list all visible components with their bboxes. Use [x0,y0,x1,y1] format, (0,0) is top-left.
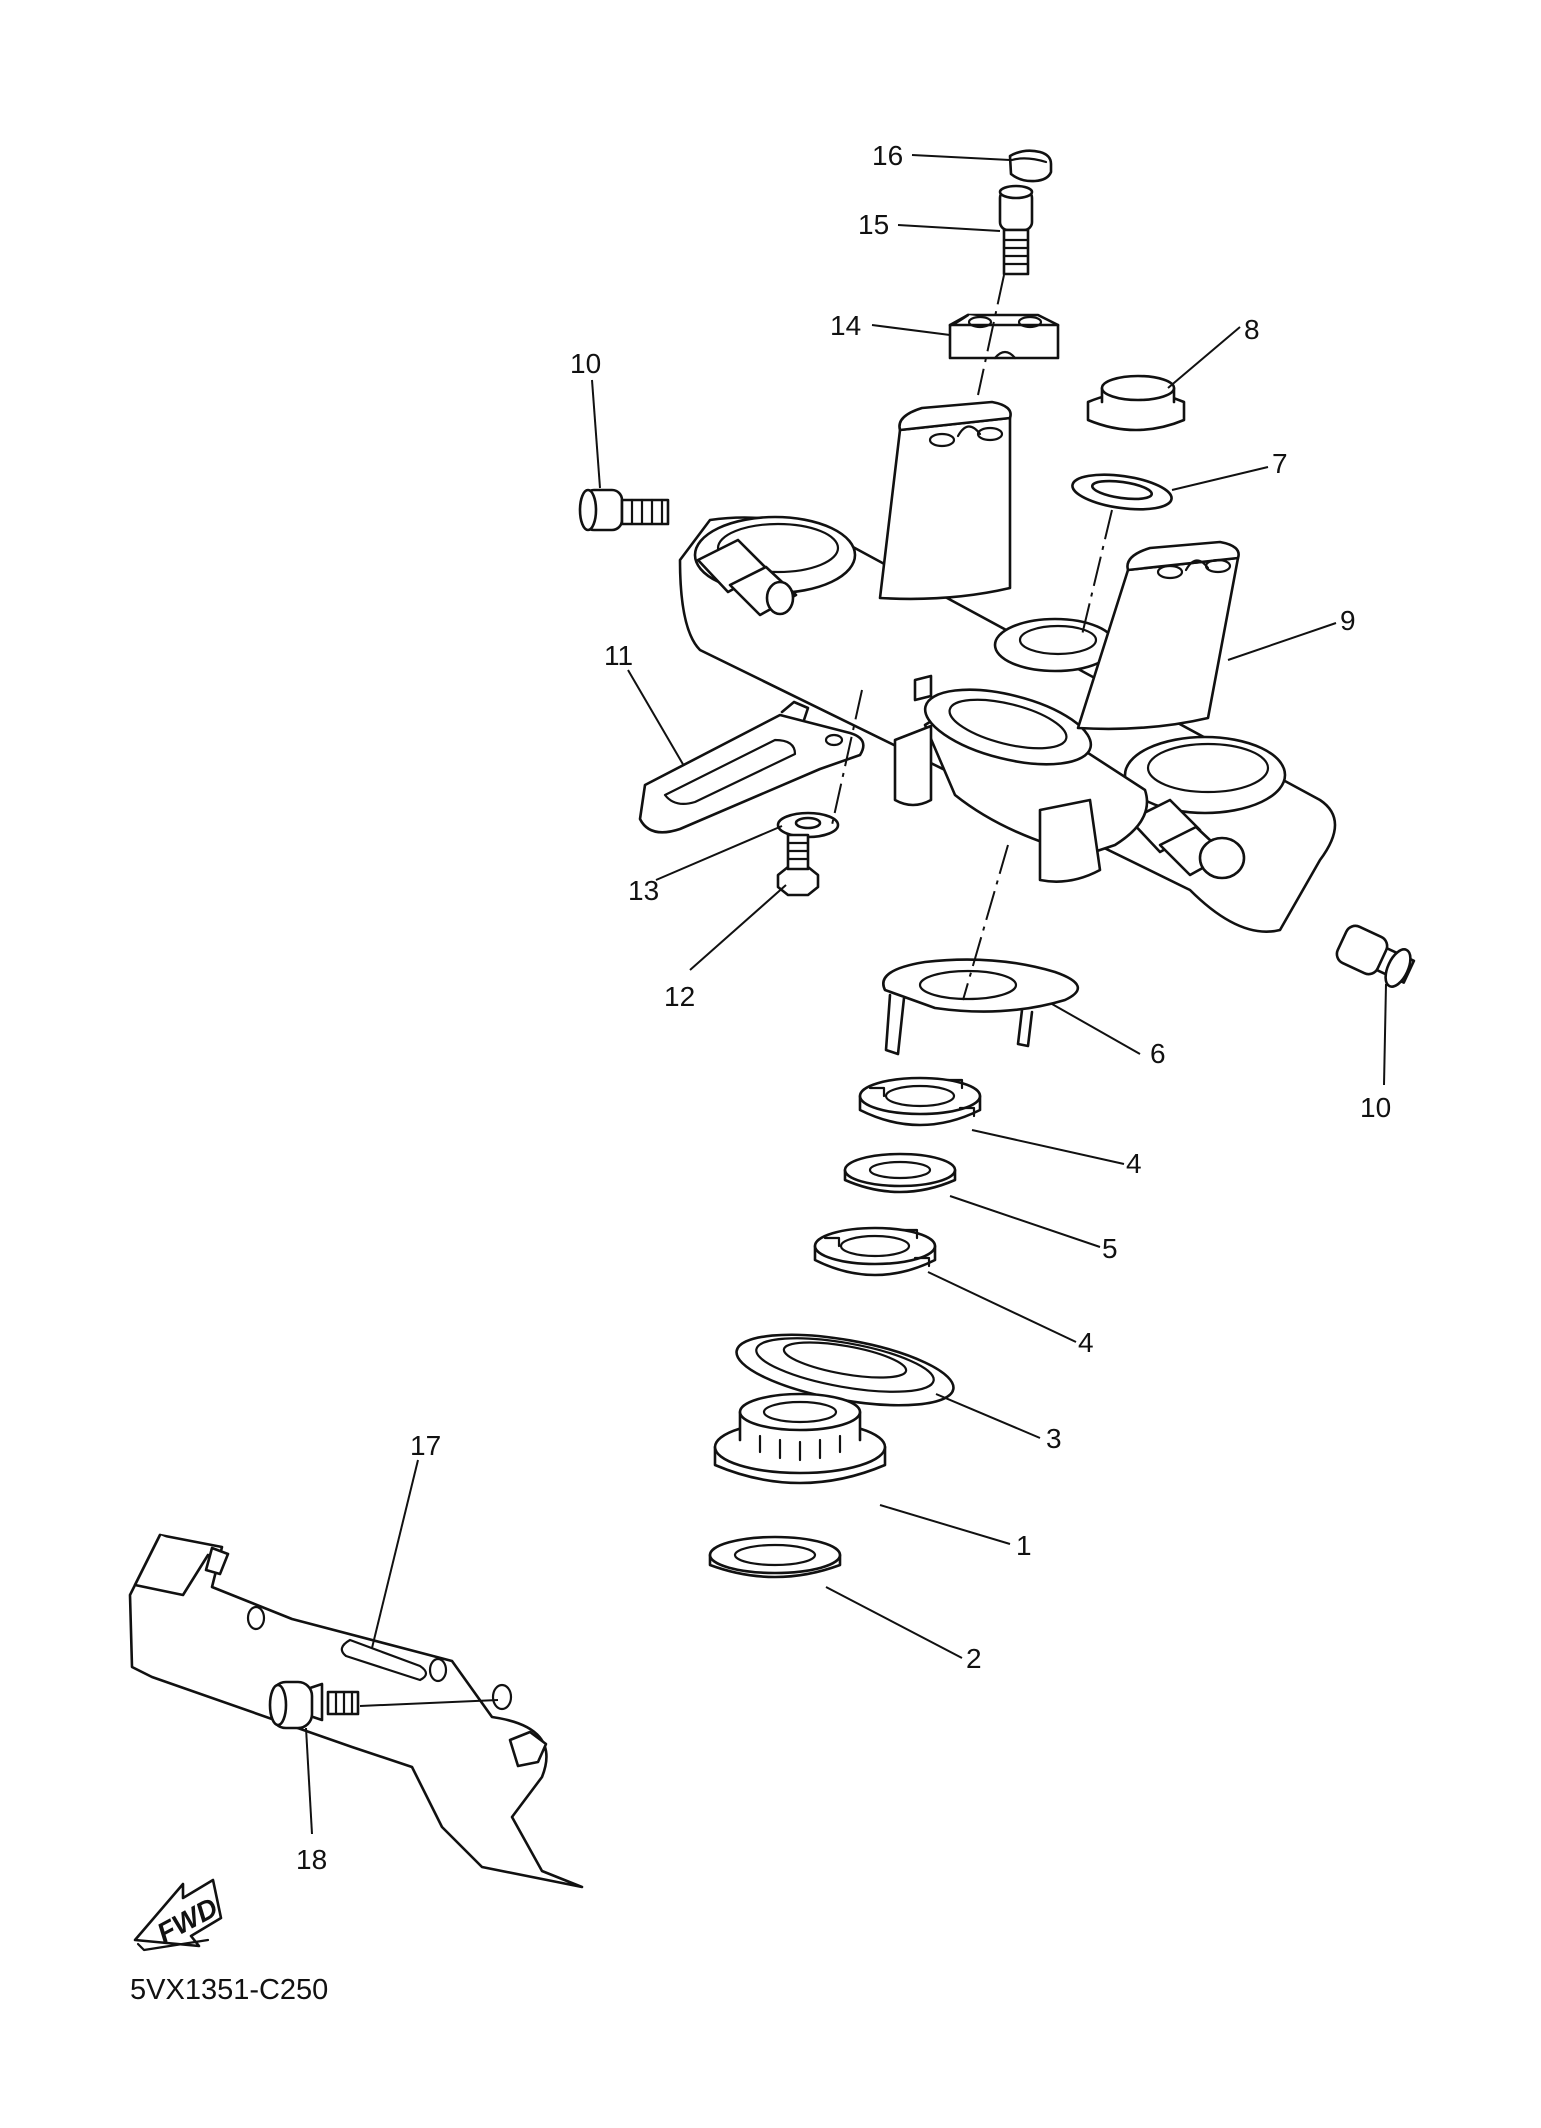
callout-16: 16 [872,140,903,171]
part-12-bolt [776,833,820,897]
handlebar-riser-left [878,400,1012,601]
part-8-steering-nut [1086,374,1186,432]
part-15-bolt [998,184,1034,276]
upper-bracket [678,515,1337,933]
part-1-bearing [713,1392,887,1485]
part-11-bracket [638,700,865,834]
part-18-bolt [268,1680,360,1730]
part-6-plate [882,958,1079,1056]
part-10-bolt-right [1335,924,1416,988]
callout-14: 14 [830,310,861,341]
callout-3: 3 [1046,1423,1062,1454]
callout-4-lower: 4 [1078,1327,1094,1358]
callout-10-lower: 10 [1360,1092,1391,1123]
part-4-ring-nut-lower [813,1226,937,1277]
callout-5: 5 [1102,1233,1118,1264]
diagram-code: 5VX1351-C250 [130,1974,329,2006]
callout-2: 2 [966,1643,982,1674]
callout-11: 11 [604,640,633,671]
callout-8: 8 [1244,314,1260,345]
part-4-ring-nut-upper [858,1076,982,1127]
callout-4-upper: 4 [1126,1148,1142,1179]
callout-numbers: 16 15 14 8 7 10 9 11 13 12 10 6 4 5 4 3 … [296,140,1391,1875]
callout-9: 9 [1340,605,1356,636]
part-16-cap [1008,149,1053,183]
part-5-washer [843,1152,957,1194]
callout-17: 17 [410,1430,441,1461]
part-9-handlebar-riser-right [1076,540,1240,731]
part-2-washer [708,1535,842,1579]
part-10-bolt-left [578,488,670,532]
callout-10-upper: 10 [570,348,601,379]
fwd-direction-arrow: FWD [133,1878,223,1952]
callout-15: 15 [858,209,889,240]
callout-12: 12 [664,981,695,1012]
part-7-washer [1071,473,1173,511]
callout-18: 18 [296,1844,327,1875]
part-13-washer [776,811,840,839]
part-14-handlebar-clamp [948,313,1060,360]
callout-7: 7 [1272,448,1288,479]
alignment-lines [359,274,1113,1707]
callout-6: 6 [1150,1038,1166,1069]
callout-13: 13 [628,875,659,906]
callout-1: 1 [1016,1530,1032,1561]
leader-lines [305,154,1387,1835]
